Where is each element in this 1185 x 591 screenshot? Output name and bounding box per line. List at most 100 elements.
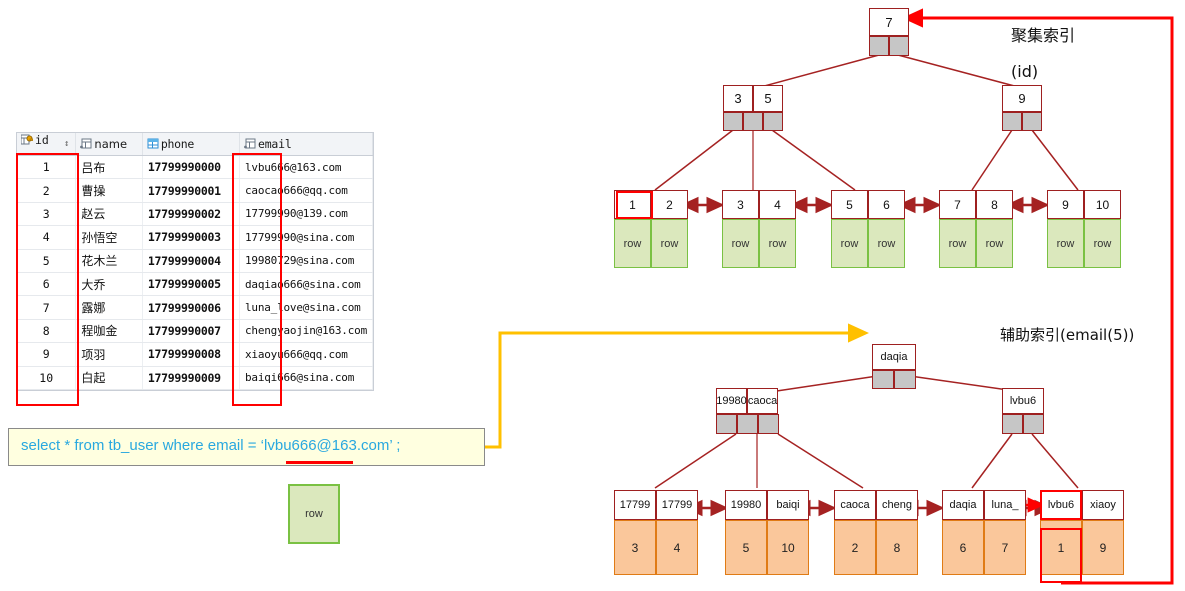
leaf-value-cell[interactable]: 10 [767, 520, 809, 575]
table-cell-name[interactable]: 项羽 [75, 342, 143, 367]
table-cell-phone[interactable]: 17799990005 [142, 272, 240, 297]
table-cell-id[interactable]: 3 [17, 202, 77, 227]
table-cell-email[interactable]: luna_love@sina.com [239, 295, 374, 320]
table-cell-name[interactable]: 孙悟空 [75, 225, 143, 250]
table-cell-email[interactable]: baiqi666@sina.com [239, 366, 374, 390]
leaf-key-cell[interactable]: caoca [834, 490, 876, 520]
table-cell-name[interactable]: 白起 [75, 366, 143, 390]
leaf-value-cell[interactable]: 4 [656, 520, 698, 575]
leaf-key-cell[interactable]: 5 [831, 190, 868, 219]
table-cell-phone[interactable]: 17799990000 [142, 155, 240, 180]
leaf-key-cell[interactable]: xiaoy [1082, 490, 1124, 520]
table-cell-phone[interactable]: 17799990003 [142, 225, 240, 250]
table-cell-name[interactable]: 曹操 [75, 178, 143, 203]
leaf-row-cell[interactable]: row [976, 219, 1013, 268]
leaf-key-cell[interactable]: 17799 [614, 490, 656, 520]
secondary-internal-node-2[interactable]: lvbu6 [1002, 388, 1044, 434]
leaf-row-cell[interactable]: row [831, 219, 868, 268]
leaf-row-cell[interactable]: row [759, 219, 796, 268]
leaf-key-cell[interactable]: luna_ [984, 490, 1026, 520]
clustered-root-node[interactable]: 7 [869, 8, 909, 56]
column-header-id[interactable]: id ↕ [17, 133, 77, 156]
leaf-row-cell[interactable]: row [1047, 219, 1084, 268]
table-cell-email[interactable]: xiaoyu666@qq.com [239, 342, 374, 367]
leaf-value-cell[interactable]: 3 [614, 520, 656, 575]
clustered-internal-node-1[interactable]: 3 5 [723, 85, 783, 131]
leaf-row-cell[interactable]: row [1084, 219, 1121, 268]
leaf-key-cell[interactable]: 9 [1047, 190, 1084, 219]
user-table[interactable]: id ↕ name [16, 132, 374, 391]
column-header-name[interactable]: name [75, 133, 143, 156]
table-cell-id[interactable]: 8 [17, 319, 77, 344]
table-cell-email[interactable]: daqiao666@sina.com [239, 272, 374, 297]
leaf-key-cell[interactable]: baiqi [767, 490, 809, 520]
leaf-key-cell[interactable]: 3 [722, 190, 759, 219]
table-cell-id[interactable]: 7 [17, 295, 77, 320]
leaf-key-cell[interactable]: 6 [868, 190, 905, 219]
leaf-key-cell[interactable]: daqia [942, 490, 984, 520]
leaf-key-cell[interactable]: 19980 [725, 490, 767, 520]
table-cell-phone[interactable]: 17799990001 [142, 178, 240, 203]
leaf-key-cell[interactable]: 4 [759, 190, 796, 219]
leaf-key-cell[interactable]: 1 [614, 190, 651, 219]
table-cell-id[interactable]: 4 [17, 225, 77, 250]
table-cell-name[interactable]: 吕布 [75, 155, 143, 180]
table-cell-email[interactable]: caocao666@qq.com [239, 178, 374, 203]
leaf-value-cell[interactable]: 2 [834, 520, 876, 575]
leaf-key-cell[interactable]: 10 [1084, 190, 1121, 219]
table-cell-phone[interactable]: 17799990002 [142, 202, 240, 227]
table-cell-id[interactable]: 6 [17, 272, 77, 297]
leaf-key-cell[interactable]: 7 [939, 190, 976, 219]
table-cell-name[interactable]: 花木兰 [75, 249, 143, 273]
leaf-value-cell[interactable]: 5 [725, 520, 767, 575]
table-cell-email[interactable]: lvbu666@163.com [239, 155, 374, 180]
table-cell-name[interactable]: 赵云 [75, 202, 143, 227]
clustered-internal-node-2[interactable]: 9 [1002, 85, 1042, 131]
leaf-key-cell[interactable]: 2 [651, 190, 688, 219]
table-cell-phone[interactable]: 17799990008 [142, 342, 240, 367]
leaf-value-cell[interactable]: 6 [942, 520, 984, 575]
table-cell-phone[interactable]: 17799990009 [142, 366, 240, 390]
table-cell-id[interactable]: 5 [17, 249, 77, 273]
leaf-row-cell[interactable]: row [614, 219, 651, 268]
leaf-key-cell[interactable]: 17799 [656, 490, 698, 520]
table-cell-phone[interactable]: 17799990006 [142, 295, 240, 320]
sql-query-box[interactable]: select * from tb_user where email = ‘lvb… [8, 428, 485, 466]
leaf-key-cell[interactable]: lvbu6 [1040, 490, 1082, 520]
leaf-value-cell[interactable]: 1 [1040, 520, 1082, 575]
secondary-internal-node-1[interactable]: 19980 caoca [716, 388, 779, 434]
table-cell-name[interactable]: 大乔 [75, 272, 143, 297]
leaf-value-cell[interactable]: 7 [984, 520, 1026, 575]
secondary-root-node[interactable]: daqia [872, 344, 916, 389]
table-cell-name[interactable]: 露娜 [75, 295, 143, 320]
table-cell-email[interactable]: 17799990@sina.com [239, 225, 374, 250]
leaf-value-cell[interactable]: 8 [876, 520, 918, 575]
leaf-key-cell[interactable]: 8 [976, 190, 1013, 219]
table-cell-id[interactable]: 1 [17, 155, 77, 180]
table-cell-id[interactable]: 10 [17, 366, 77, 390]
table-cell-email[interactable]: chengyaojin@163.com [239, 319, 374, 344]
leaf-key-cell[interactable]: cheng [876, 490, 918, 520]
leaf-row-cell[interactable]: row [868, 219, 905, 268]
leaf-row-cell[interactable]: row [651, 219, 688, 268]
table-cell-email[interactable]: 17799990@139.com [239, 202, 374, 227]
table-cell-phone[interactable]: 17799990004 [142, 249, 240, 273]
